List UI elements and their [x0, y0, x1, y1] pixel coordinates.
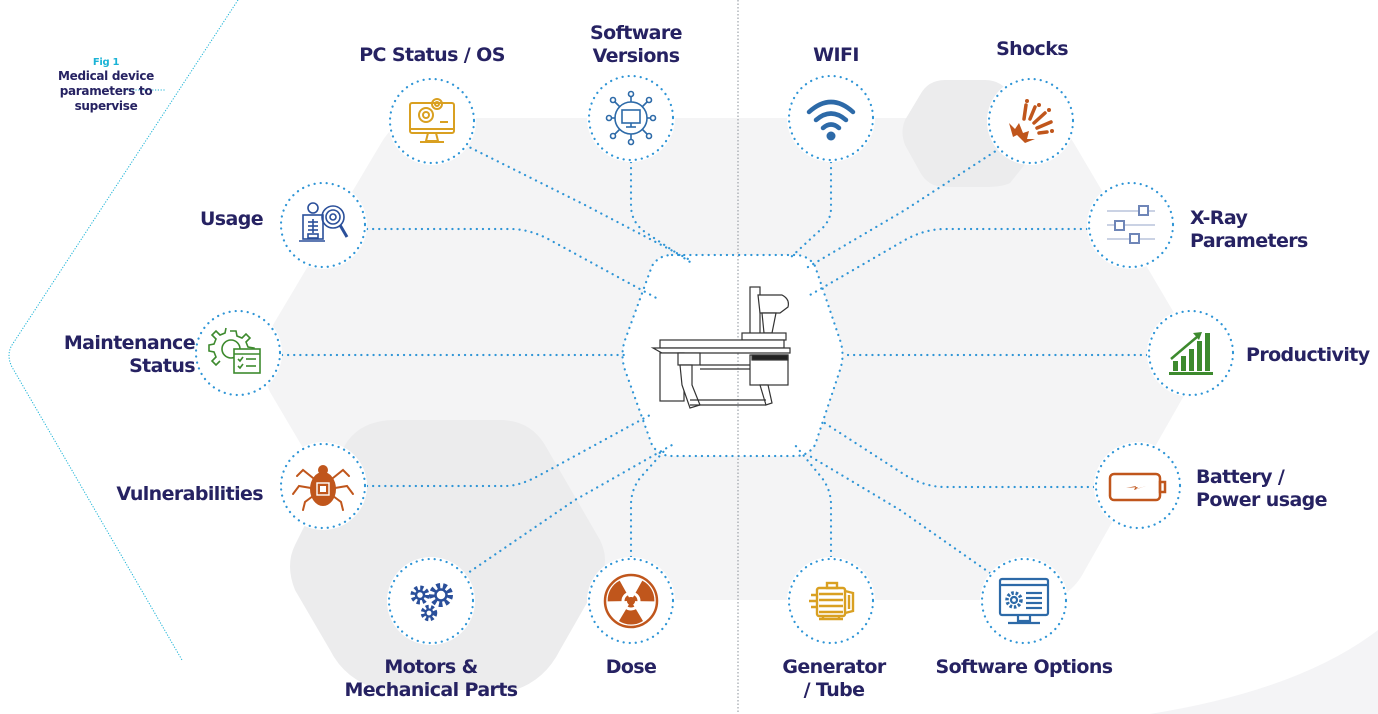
parameter-node-maintenance-status[interactable] [194, 309, 282, 397]
label-line: Software [590, 22, 683, 44]
generator-motor-icon [809, 581, 855, 621]
label-line: Versions [592, 45, 680, 67]
parameter-node-usage[interactable] [279, 181, 367, 269]
background-hexagon-right [705, 118, 1198, 600]
sliders-icon [1107, 205, 1155, 244]
label-line: Parameters [1190, 230, 1308, 252]
connector-software-options [806, 453, 992, 575]
parameter-node-battery[interactable] [1094, 442, 1182, 530]
parameter-node-vulnerabilities[interactable] [279, 442, 367, 530]
node-ring [387, 557, 475, 645]
label-line: Usage [199, 208, 264, 230]
figure-caption-line: supervise [74, 99, 138, 113]
parameter-node-xray-parameters[interactable] [1087, 181, 1175, 269]
parameter-label-software-options: Software Options [935, 656, 1114, 679]
parameter-label-shocks: Shocks [996, 38, 1068, 61]
gears-icon [410, 583, 453, 622]
circuit-monitor-icon [605, 90, 657, 146]
bug-chip-icon [292, 465, 354, 511]
label-line: Status [129, 355, 196, 377]
connector-pc-status [463, 143, 692, 262]
parameter-node-software-versions[interactable] [587, 74, 675, 162]
parameter-node-software-options[interactable] [980, 557, 1068, 645]
left-frame-line [8, 0, 239, 661]
label-line: Battery / [1196, 466, 1285, 488]
node-ring [787, 74, 875, 162]
label-line: PC Status / OS [359, 44, 505, 66]
gear-checklist-icon [208, 327, 261, 374]
wifi-icon [806, 99, 856, 141]
connector-generator [793, 443, 833, 559]
shock-impact-icon [1009, 99, 1054, 143]
background-hexagon-lower-left [290, 420, 605, 690]
parameter-label-generator: Generator/ Tube [782, 656, 886, 702]
label-line: Maintenance [63, 332, 196, 354]
connector-battery [818, 418, 1096, 489]
label-line: Power usage [1196, 489, 1328, 511]
battery-charging-icon [1108, 472, 1167, 502]
label-line: Software Options [935, 656, 1114, 678]
monitor-gears-icon [409, 98, 455, 143]
connector-shocks [801, 143, 1007, 272]
figure-number: Fig 1 [92, 57, 120, 68]
parameter-node-generator[interactable] [787, 557, 875, 645]
parameter-node-pc-status[interactable] [388, 77, 476, 165]
label-line: Motors & [384, 656, 478, 678]
label-line: / Tube [803, 679, 865, 701]
label-line: Generator [782, 656, 886, 678]
parameter-node-dose[interactable] [587, 557, 675, 645]
node-ring [987, 77, 1075, 165]
figure-caption: Fig 1 Medical device parameters to super… [56, 57, 156, 114]
parameter-node-motors[interactable] [387, 557, 475, 645]
node-ring [388, 77, 476, 165]
figure-caption-line: parameters to [59, 84, 153, 98]
background-swoosh [1150, 630, 1378, 714]
parameter-label-battery: Battery /Power usage [1196, 466, 1328, 512]
xray-search-icon [299, 202, 349, 242]
growth-chart-icon [1169, 332, 1213, 375]
label-line: X-Ray [1190, 207, 1248, 229]
parameter-label-dose: Dose [606, 656, 657, 679]
node-ring [587, 74, 675, 162]
connector-dose [629, 448, 667, 559]
parameter-label-motors: Motors &Mechanical Parts [344, 656, 518, 702]
label-line: Mechanical Parts [344, 679, 518, 701]
label-line: Shocks [996, 38, 1068, 60]
monitor-settings-icon [998, 577, 1050, 625]
figure-caption-line: Medical device [57, 69, 154, 83]
connector-usage [365, 227, 662, 302]
label-line: WIFI [813, 44, 859, 66]
parameter-label-productivity: Productivity [1246, 344, 1370, 367]
connector-vulnerabilities [365, 413, 652, 488]
connector-wifi [788, 160, 833, 260]
connector-xray-parameters [808, 227, 1089, 297]
connector-software-versions [629, 160, 692, 264]
parameter-node-shocks[interactable] [987, 77, 1075, 165]
label-line: Vulnerabilities [116, 483, 263, 505]
parameter-node-wifi[interactable] [787, 74, 875, 162]
label-line: Productivity [1246, 344, 1370, 366]
connector-motors [463, 443, 674, 577]
parameter-label-wifi: WIFI [813, 44, 859, 67]
parameter-label-vulnerabilities: Vulnerabilities [116, 483, 263, 506]
xray-table-icon [650, 286, 791, 409]
parameter-label-usage: Usage [199, 208, 264, 231]
node-ring [1094, 442, 1182, 530]
parameter-label-pc-status: PC Status / OS [359, 44, 505, 67]
radiation-icon [603, 573, 659, 629]
label-line: Dose [605, 656, 657, 678]
parameter-node-productivity[interactable] [1147, 309, 1235, 397]
